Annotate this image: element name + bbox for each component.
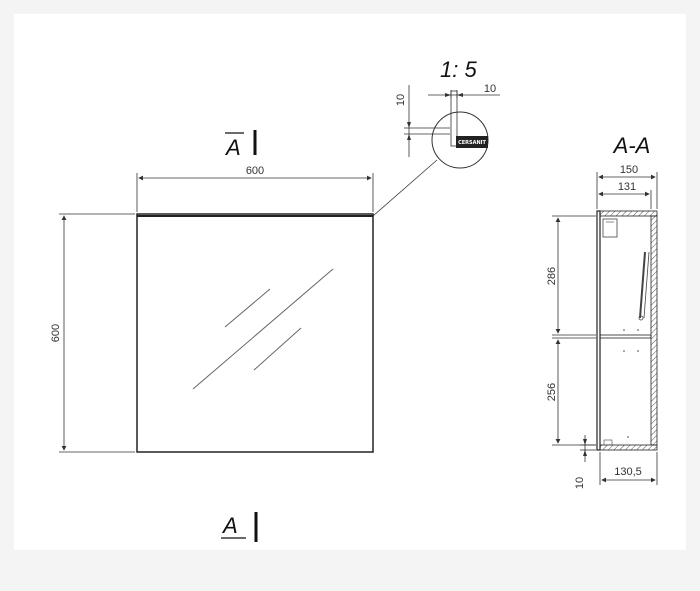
section-label-bottom: A [221,513,238,538]
section-mirror-door [596,210,601,451]
section-back-wall [650,215,658,446]
mirror-reflection-line [253,327,302,371]
section-height-dimensions: 286 256 [546,215,596,446]
detail-dim-top: 10 [484,83,496,95]
cabinet-outline [136,213,374,453]
section-upper-height: 286 [546,267,558,285]
front-width-value: 600 [246,165,264,177]
section-depth-dimensions: 150 131 [596,164,658,209]
detail-scale: 1: 5 [440,57,477,82]
section-marker-bottom: A [221,512,258,542]
section-marker-top: A [224,130,257,160]
front-view [136,213,374,453]
section-label-top: A [224,135,241,160]
section-bottom-gap: 10 [574,477,586,489]
section-depth-total: 150 [620,164,638,176]
section-top-wall [599,210,658,217]
section-lower-height: 256 [546,383,558,401]
section-bottom-dimensions: 130,5 10 [574,435,658,489]
detail-callout: CERSANIT 1: 5 10 10 [372,57,500,217]
mirror-reflection-line [224,288,271,328]
gas-strut [639,251,646,319]
mirror-reflection-line [192,268,334,390]
drawing-sheet [14,14,686,550]
hinge-fitting [602,218,618,238]
front-height-dimension: 600 [50,213,135,453]
section-depth-inner: 131 [618,181,636,193]
section-view [596,210,658,451]
brand-logo-text: CERSANIT [458,140,486,146]
detail-panel-section [450,90,458,147]
front-width-dimension: 600 [136,165,374,212]
front-height-value: 600 [50,324,62,342]
detail-dim-left: 10 [395,94,407,106]
section-view-title: A-A [612,133,651,158]
brand-logo-badge [456,136,488,148]
section-bottom-wall [599,444,658,451]
section-bottom-depth: 130,5 [614,466,642,478]
section-shelf [599,334,652,339]
